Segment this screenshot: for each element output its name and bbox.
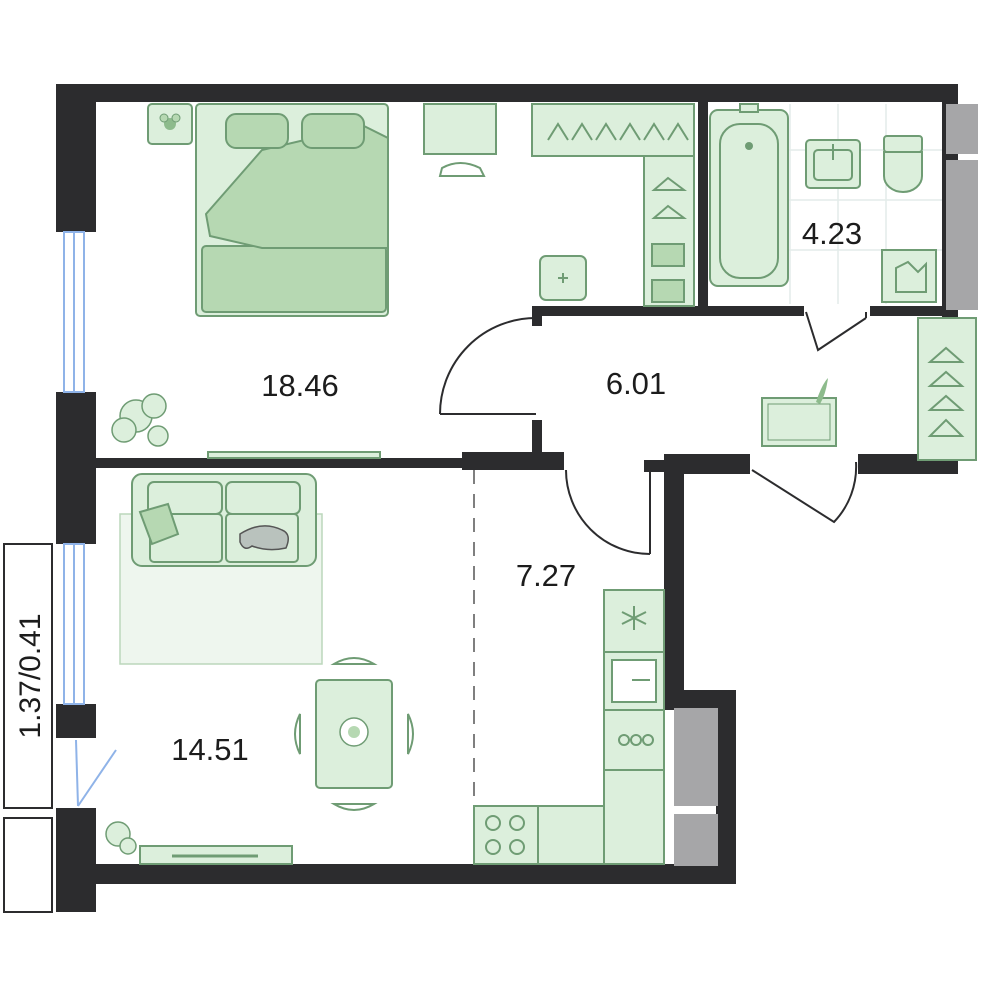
balcony: [3, 543, 53, 913]
sink: [805, 139, 861, 189]
kitchen-area-label: 7.27: [516, 558, 576, 593]
tv-stand: [207, 451, 381, 459]
hanger-icon: [927, 346, 965, 437]
dishwasher-icon: [618, 734, 654, 746]
dining-table: [294, 657, 414, 811]
stove-icon: [485, 815, 525, 855]
balcony-area-label: 1.37/0.41: [14, 613, 47, 738]
hanger-icon: [547, 122, 689, 219]
bedroom-area-label: 18.46: [261, 368, 339, 403]
doors: [439, 311, 867, 555]
wardrobe: [531, 103, 695, 307]
plant-icon: [111, 393, 169, 447]
sofa: [131, 473, 317, 567]
tv-unit: [139, 845, 293, 865]
cat-icon: [239, 525, 289, 551]
plant-icon: [105, 821, 137, 855]
ottoman: [539, 255, 587, 301]
windows: [63, 231, 117, 807]
desk: [423, 103, 497, 177]
snowflake-icon: [621, 606, 647, 630]
hallway-wardrobe: [917, 317, 977, 461]
bathroom-area-label: 4.23: [802, 216, 862, 251]
bathtub: [709, 103, 789, 287]
doormat: [761, 378, 837, 447]
hallway-area-label: 6.01: [606, 366, 666, 401]
sink-icon: [611, 659, 657, 703]
washing-machine: [881, 249, 937, 303]
living-area-label: 14.51: [171, 732, 249, 767]
flower-icon: [159, 113, 181, 130]
kitchen-counter: [473, 589, 665, 865]
outer-walls: [56, 84, 958, 912]
toilet: [883, 135, 923, 193]
bed: [195, 103, 389, 317]
interior-walls: [96, 102, 942, 472]
